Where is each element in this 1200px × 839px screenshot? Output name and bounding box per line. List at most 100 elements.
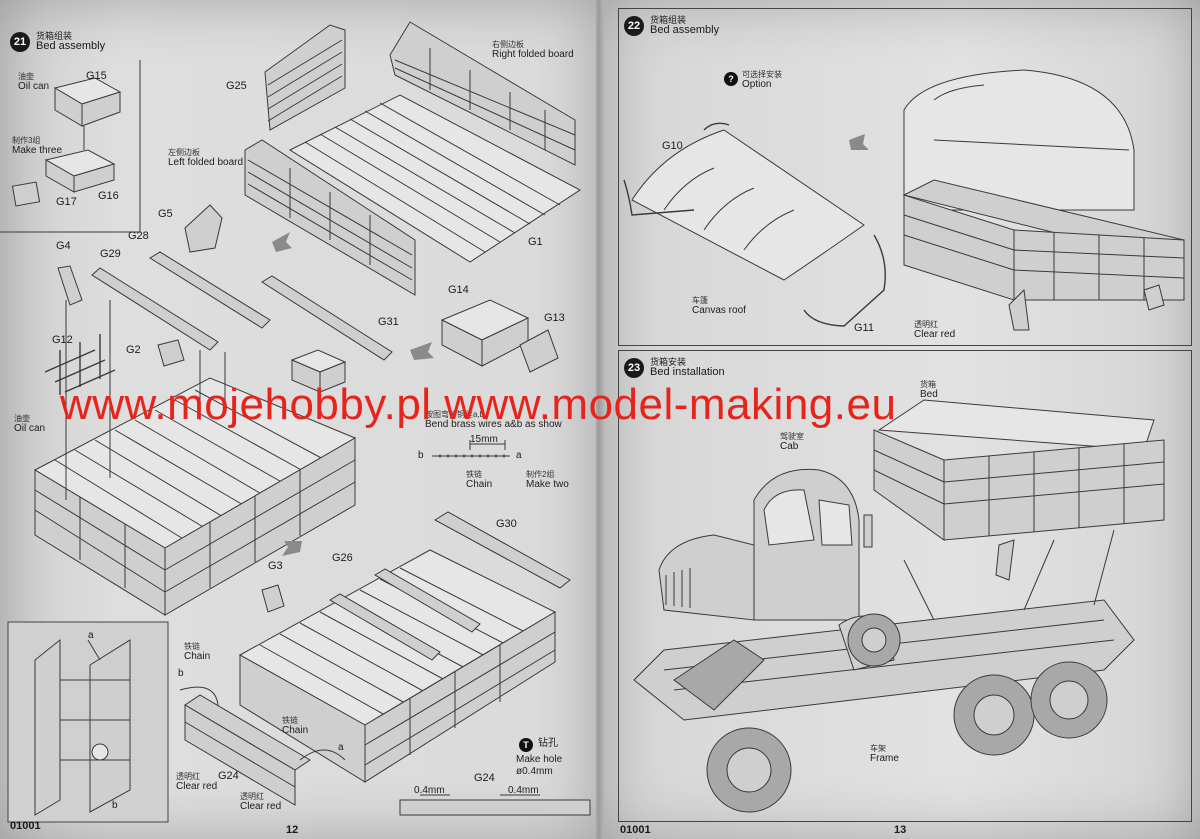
label-chain-3: 铁链 Chain	[282, 716, 308, 737]
label-clear-red-cn: 透明红	[176, 772, 200, 781]
label-clear-red-2-cn: 透明红	[240, 792, 264, 801]
label-left-board-en: Left folded board	[168, 157, 244, 169]
label-option-cn: 可选择安装	[742, 70, 782, 79]
label-chain-en: Chain	[466, 479, 493, 491]
instruction-page-right: 22 货箱组装 Bed assembly ? 可选择安装 Option G10 …	[604, 0, 1200, 839]
label-make-three-cn: 制作3组	[12, 136, 41, 145]
label-canvas-roof-en: Canvas roof	[692, 305, 746, 317]
label-option: 可选择安装 Option	[742, 70, 782, 91]
step23-frame	[618, 350, 1192, 822]
instruction-page-left: 21 货箱组装 Bed assembly 油壶 Oil can G15 制作3组…	[0, 0, 596, 839]
label-right-board-cn: 右侧边板	[492, 40, 524, 49]
label-clear-red-right-cn: 透明红	[914, 320, 938, 329]
part-g2: G2	[126, 344, 141, 356]
step23-title-en: Bed installation	[650, 366, 725, 378]
label-clear-red-right-en: Clear red	[914, 329, 956, 341]
label-clear-red-en: Clear red	[176, 781, 218, 793]
label-right-folded-board: 右侧边板 Right folded board	[492, 40, 574, 61]
label-clear-red-2-en: Clear red	[240, 801, 282, 813]
label-oil-can: 油壶 Oil can	[18, 72, 49, 93]
label-bend-en: Bend brass wires a&b as show	[425, 419, 562, 431]
label-oil-can-cn: 油壶	[18, 72, 34, 81]
part-g29: G29	[100, 248, 121, 260]
part-g14: G14	[448, 284, 469, 296]
part-g24-a: G24	[218, 770, 239, 782]
part-g25: G25	[226, 80, 247, 92]
step-number-23: 23	[624, 358, 644, 378]
label-make-two-en: Make two	[526, 479, 569, 491]
label-frame-en: Frame	[870, 753, 899, 765]
step22-title-cn: 货箱组装	[650, 15, 687, 25]
label-chain-cn: 铁链	[466, 470, 482, 479]
label-oil-can-2-en: Oil can	[14, 423, 46, 435]
part-g31: G31	[378, 316, 399, 328]
part-g4: G4	[56, 240, 71, 252]
part-g12: G12	[52, 334, 73, 346]
label-clear-red: 透明红 Clear red	[176, 772, 217, 793]
label-bend-brass-wires: 按图弯折铜丝a,b Bend brass wires a&b as show	[425, 410, 562, 431]
label-chain-2-en: Chain	[184, 651, 211, 663]
label-chain-2-cn: 铁链	[184, 642, 200, 651]
step22-23-illustrations	[623, 69, 1185, 813]
label-chain-3-en: Chain	[282, 725, 309, 737]
wire-end-a-2: a	[338, 742, 344, 753]
label-left-board-cn: 左侧边板	[168, 148, 200, 157]
catalog-number-left: 01001	[10, 820, 41, 832]
label-canvas-roof-cn: 车篷	[692, 296, 708, 305]
step21-title-en: Bed assembly	[36, 40, 106, 52]
part-g10: G10	[662, 140, 683, 152]
label-clear-red-2: 透明红 Clear red	[240, 792, 281, 813]
label-cab-cn: 驾驶室	[780, 432, 804, 441]
label-chain: 铁链 Chain	[466, 470, 492, 491]
part-g16: G16	[98, 190, 119, 202]
label-bed-en: Bed	[920, 389, 938, 401]
label-chain-2: 铁链 Chain	[184, 642, 210, 663]
part-g28: G28	[128, 230, 149, 242]
step21-title-cn: 货箱组装	[36, 31, 73, 41]
option-icon: ?	[724, 72, 738, 86]
step-number-21: 21	[10, 32, 30, 52]
label-oil-can-2-cn: 油壶	[14, 414, 30, 423]
label-option-en: Option	[742, 79, 772, 91]
wire-end-a: a	[516, 450, 522, 461]
page-number-12: 12	[286, 824, 299, 836]
part-g3: G3	[268, 560, 283, 572]
wire-end-b-2: b	[178, 668, 184, 679]
label-make-two: 制作2组 Make two	[526, 470, 569, 491]
part-g5: G5	[158, 208, 173, 220]
label-frame: 车架 Frame	[870, 744, 899, 765]
label-right-board-en: Right folded board	[492, 49, 574, 61]
label-oil-can-2: 油壶 Oil can	[14, 414, 45, 435]
watermark-text: www.mojehobby.pl www.model-making.eu	[60, 380, 897, 429]
label-make-two-cn: 制作2组	[526, 470, 555, 479]
label-chain-3-cn: 铁链	[282, 716, 298, 725]
dimension-15mm: 15mm	[470, 434, 498, 445]
dimension-0-4mm-b: 0.4mm	[508, 785, 539, 796]
label-bed: 货箱 Bed	[920, 380, 938, 401]
label-frame-cn: 车架	[870, 744, 886, 753]
label-oil-can-en: Oil can	[18, 81, 50, 93]
part-g15: G15	[86, 70, 107, 82]
inset-label-a: a	[88, 630, 94, 641]
label-hole-size: ø0.4mm	[516, 766, 553, 777]
step21-illustrations	[0, 21, 591, 823]
wire-end-b: b	[418, 450, 424, 461]
part-g11: G11	[854, 322, 874, 334]
step23-title-cn: 货箱安装	[650, 357, 687, 367]
step22-frame	[618, 8, 1192, 346]
label-cab-en: Cab	[780, 441, 799, 453]
label-make-three: 制作3组 Make three	[12, 136, 62, 157]
part-g26: G26	[332, 552, 353, 564]
label-bend-cn: 按图弯折铜丝a,b	[425, 410, 485, 419]
page-number-13: 13	[894, 824, 907, 836]
label-clear-red-right: 透明红 Clear red	[914, 320, 955, 341]
label-make-three-en: Make three	[12, 145, 63, 157]
part-g1: G1	[528, 236, 543, 248]
dimension-0-4mm-a: 0.4mm	[414, 785, 445, 796]
step-number-22: 22	[624, 16, 644, 36]
part-g17: G17	[56, 196, 77, 208]
part-g24-b: G24	[474, 772, 495, 784]
inset-label-b: b	[112, 800, 118, 811]
part-g13: G13	[544, 312, 565, 324]
label-bed-cn: 货箱	[920, 380, 936, 389]
